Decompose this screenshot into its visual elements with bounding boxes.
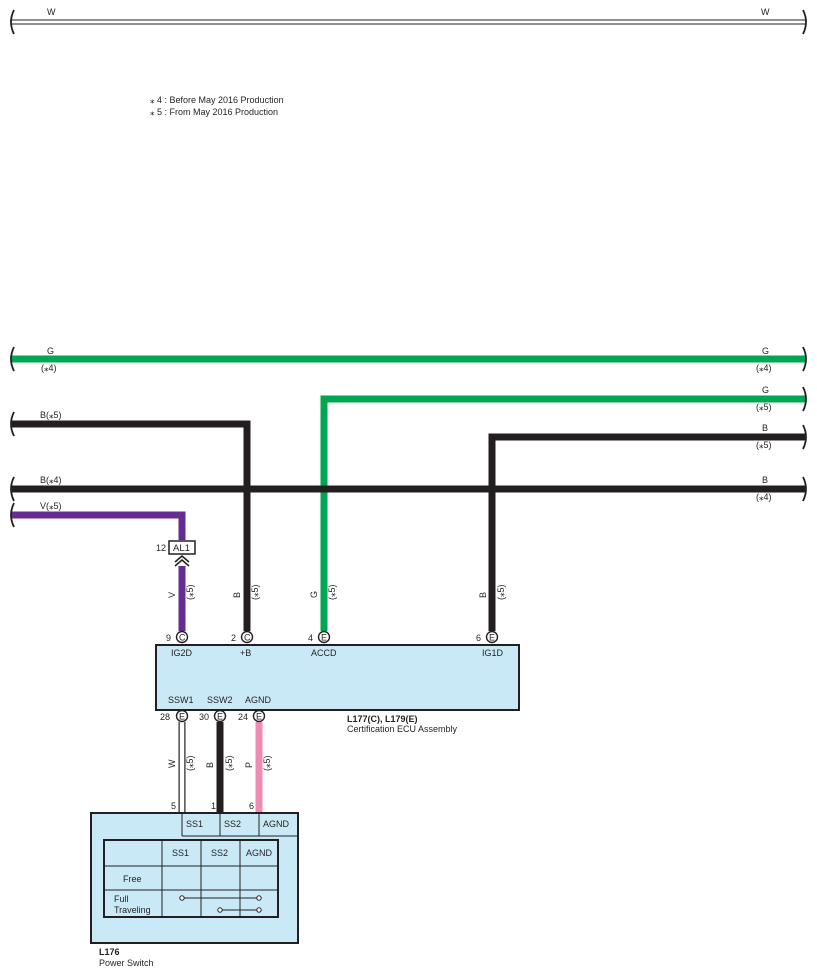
ecu-code: L177(C), L179(E) [347,714,418,724]
pin-num-ssw1: 28 [160,712,170,722]
wire-b-4-left-label: B(⁎4) [40,475,62,485]
switch-header-ss1: SS1 [186,819,203,829]
note-star-5: ⁎ 5 : From May 2016 Production [150,107,279,117]
wire-g-4-left-label: G [47,346,54,356]
b-plus-note: (⁎5) [250,584,260,600]
switch-row-traveling: Traveling [114,905,151,915]
g-accd-note: (⁎5) [327,584,337,600]
pin-label: IG1D [482,648,504,658]
pin-num: 2 [231,633,236,643]
v-ig2d-color: V [167,592,177,598]
wire-b-plus: B (⁎5) [10,410,251,631]
switch-table-agnd: AGND [246,848,273,858]
pin-label: +B [240,648,251,658]
wire-b-ig1d: B (⁎5) [488,423,807,631]
switch-code: L176 [99,947,120,957]
vertical-labels-bottom: W (⁎5) B (⁎5) P (⁎5) [167,755,272,771]
pin-conn: C [244,633,251,643]
wire-v-left-label: V(⁎5) [40,501,62,511]
wire-b-4-right-sub: (⁎4) [756,492,772,502]
continuity-ss2-agnd [217,907,262,913]
pin-conn-agnd: E [256,712,262,722]
production-notes: ⁎ 4 : Before May 2016 Production ⁎ 5 : F… [150,94,284,118]
junction-pin: 12 [156,543,166,553]
wire-b-ig1d-right-sub: (⁎5) [756,440,772,450]
ssw2-color: B [205,762,215,768]
wire-v-ig2d: V(⁎5) [10,501,186,631]
b-ig1d-color: B [478,592,488,598]
wire-b-ig1d-right-label: B [762,423,768,433]
pin-conn-ssw1: E [179,712,185,722]
agnd-note: (⁎5) [262,755,272,771]
certification-ecu: 9 C IG2D 2 C +B 4 E ACCD 6 E IG1D SSW1 S… [155,630,520,734]
wire-top-w-left-label: W [47,7,56,17]
switch-pin-1: 1 [211,801,216,811]
junction-label: AL1 [173,543,190,554]
switch-pin-6: 6 [249,801,254,811]
wire-g-accd: G (⁎5) [320,385,807,631]
continuity-ss1-agnd [179,895,262,901]
pin-label: ACCD [311,648,337,658]
ssw1-note: (⁎5) [185,755,195,771]
switch-header-ss2: SS2 [224,819,241,829]
ecu-bottom-pins: 28 E 30 E 24 E [160,709,266,723]
ssw1-color: W [167,759,177,768]
junction-al1: 12 AL1 [156,540,196,567]
pin-conn: E [321,633,327,643]
pin-label: IG2D [171,648,193,658]
switch-table-ss1: SS1 [172,848,189,858]
wire-g-4-right-sub: (⁎4) [756,363,772,373]
wire-top-w: W W [10,7,807,35]
wire-b-4-right-label: B [762,475,768,485]
ecu-label-ssw2: SSW2 [207,695,233,705]
wire-g-accd-right-label: G [762,385,769,395]
wire-g-4: G (⁎4) G (⁎4) [10,346,807,373]
pin-num-agnd: 24 [238,712,248,722]
switch-table-ss2: SS2 [211,848,228,858]
ecu-pin-ig1d: 6 E IG1D [476,630,504,658]
switch-pin-5: 5 [171,801,176,811]
wire-b-plus-left-label: B(⁎5) [40,410,62,420]
ssw2-note: (⁎5) [224,755,234,771]
wire-g-4-left-sub: (⁎4) [41,363,57,373]
vertical-labels-top: V (⁎5) B (⁎5) G (⁎5) B (⁎5) [167,584,506,600]
v-ig2d-note: (⁎5) [185,584,195,600]
ecu-label-ssw1: SSW1 [168,695,194,705]
ecu-pin-plus-b: 2 C +B [231,630,254,658]
ecu-pin-ig2d: 9 C IG2D [166,630,193,658]
ecu-name: Certification ECU Assembly [347,724,458,734]
wire-top-w-right-label: W [761,7,770,17]
pin-num: 9 [166,633,171,643]
pin-conn-ssw2: E [217,712,223,722]
power-switch: 5 1 6 SS1 SS2 AGND SS1 SS2 AGND Free Ful… [90,801,299,968]
pin-conn: C [179,633,186,643]
note-star-4: ⁎ 4 : Before May 2016 Production [150,95,284,105]
wire-g-accd-right-sub: (⁎5) [756,402,772,412]
switch-header-agnd: AGND [263,819,290,829]
b-plus-color: B [232,592,242,598]
pin-num: 4 [308,633,313,643]
wire-g-4-right-label: G [762,346,769,356]
pin-num: 6 [476,633,481,643]
switch-row-free: Free [123,874,142,884]
switch-name: Power Switch [99,958,154,968]
agnd-color: P [244,762,254,768]
ecu-pin-accd: 4 E ACCD [308,630,337,658]
switch-row-full: Full [114,894,129,904]
g-accd-color: G [309,591,319,598]
b-ig1d-note: (⁎5) [496,584,506,600]
wire-b-4: B(⁎4) B (⁎4) [10,475,807,502]
pin-num-ssw2: 30 [199,712,209,722]
pin-conn: E [489,633,495,643]
ecu-label-agnd: AGND [245,695,272,705]
